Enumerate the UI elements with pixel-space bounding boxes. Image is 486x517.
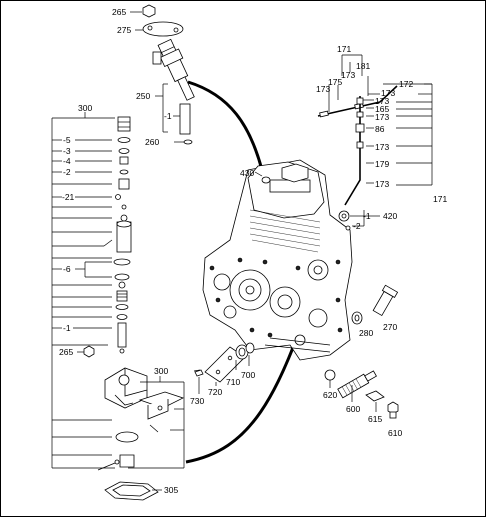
label-620: 620	[323, 390, 337, 400]
label-265-lower: 265	[59, 347, 73, 357]
part-265-nut-lower	[83, 345, 95, 358]
label-173-c: 173	[381, 88, 395, 98]
label-300-bottom: 300	[154, 366, 168, 376]
label-1-banjo: -1	[363, 211, 371, 221]
label-3: -3	[63, 146, 71, 156]
label-171-top: 171	[337, 44, 351, 54]
engine-block	[202, 159, 353, 361]
part-spring	[116, 290, 128, 302]
label-250: 250	[136, 91, 150, 101]
label-4: -4	[63, 156, 71, 166]
label-6: -6	[63, 264, 71, 274]
label-173-g: 173	[375, 179, 389, 189]
label-2: -2	[63, 167, 71, 177]
label-173-f: 173	[375, 142, 389, 152]
part-labels: 265 275 250 -1 260 300 -5 -3 -4 -2 -21 -…	[59, 7, 447, 495]
label-5: -5	[63, 135, 71, 145]
label-615: 615	[368, 414, 382, 424]
label-1-nozzle: -1	[164, 111, 172, 121]
label-175: 175	[328, 77, 342, 87]
label-720: 720	[208, 387, 222, 397]
cover-plate-group	[193, 342, 255, 394]
part-600-shaft	[337, 370, 377, 399]
label-275: 275	[117, 25, 131, 35]
label-173-d: 173	[375, 96, 389, 106]
label-300-top: 300	[78, 103, 92, 113]
label-270: 270	[383, 322, 397, 332]
label-305: 305	[164, 485, 178, 495]
part-260-seal	[183, 139, 193, 145]
nozzle-holder-group	[130, 4, 264, 171]
part-700-seal	[245, 342, 255, 354]
part-275-gasket	[142, 21, 184, 37]
label-2-banjo: -2	[353, 221, 361, 231]
label-430: 430	[240, 168, 254, 178]
label-181: 181	[356, 61, 370, 71]
part-265-nut	[142, 4, 156, 18]
o-ring	[115, 431, 139, 443]
part-250-cap	[152, 51, 162, 65]
label-173-b: 173	[316, 84, 330, 94]
part-610-bolt	[387, 401, 399, 415]
label-600: 600	[346, 404, 360, 414]
part-1-plunger	[117, 322, 127, 348]
part-1-nozzle	[179, 103, 191, 135]
coupling	[119, 454, 135, 468]
label-1-plunger: -1	[63, 323, 71, 333]
label-173-e: 173	[375, 112, 389, 122]
part-300-valve-holder	[117, 116, 131, 132]
label-280: 280	[359, 328, 373, 338]
label-700: 700	[241, 370, 255, 380]
governor-group	[324, 369, 399, 419]
label-172: 172	[399, 79, 413, 89]
fuel-line-group	[317, 54, 433, 231]
label-179: 179	[375, 159, 389, 169]
pump-exploded-group	[51, 112, 185, 501]
label-165: 165	[375, 104, 389, 114]
label-265-top: 265	[112, 7, 126, 17]
part-430-clamp	[261, 176, 271, 184]
label-710: 710	[226, 377, 240, 387]
label-171-bottom: 171	[433, 194, 447, 204]
part-620-oring	[324, 369, 336, 381]
label-260: 260	[145, 137, 159, 147]
part-730-bolt	[194, 369, 204, 377]
label-730: 730	[190, 396, 204, 406]
part-270-plug	[372, 284, 399, 317]
part-250-injector	[157, 38, 195, 101]
label-173-a: 173	[341, 70, 355, 80]
label-420: 420	[383, 211, 397, 221]
label-610: 610	[388, 428, 402, 438]
part-615-plate	[365, 390, 385, 402]
label-86: 86	[375, 124, 385, 134]
label-21: -21	[62, 192, 75, 202]
right-parts-group	[351, 284, 399, 325]
